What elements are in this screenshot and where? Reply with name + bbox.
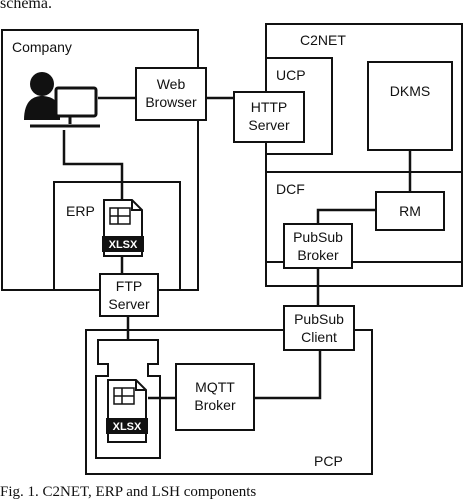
monitor-icon xyxy=(54,86,98,118)
xlsx-badge-text-erp: XLSX xyxy=(109,239,138,251)
pubsub-client-line1: PubSub xyxy=(294,311,344,327)
pubsub-client-line2: Client xyxy=(301,329,337,345)
rm-node xyxy=(375,191,445,231)
link-rm-broker xyxy=(316,208,376,224)
mqtt-broker-line2: Broker xyxy=(194,397,236,413)
xlsx-file-icon-erp: XLSX xyxy=(102,199,144,257)
xlsx-fold-erp xyxy=(131,200,142,211)
pubsub-broker-line1: PubSub xyxy=(293,229,343,245)
dcf-frame xyxy=(265,171,463,263)
pubsub-broker-line2: Broker xyxy=(297,247,339,263)
user-computer-icon xyxy=(24,72,100,128)
web-browser-line2: Browser xyxy=(145,94,197,110)
xlsx-badge-erp xyxy=(102,236,144,252)
c2net-label: C2NET xyxy=(300,32,346,48)
web-browser-line1: Web xyxy=(157,76,186,92)
xlsx-badge-pcp xyxy=(106,418,148,434)
user-head-icon xyxy=(30,72,54,96)
rm-label: RM xyxy=(399,203,421,219)
ftp-server-node xyxy=(99,273,159,317)
http-server-line2: Server xyxy=(248,117,290,133)
erp-label: ERP xyxy=(66,203,95,219)
dkms-label: DKMS xyxy=(390,83,430,99)
mqtt-broker-line1: MQTT xyxy=(195,379,235,395)
ftp-server-line1: FTP xyxy=(116,278,142,294)
figure-caption: Fig. 1. C2NET, ERP and LSH components xyxy=(0,484,256,500)
mqtt-broker-node xyxy=(175,363,255,431)
pcp-frame xyxy=(85,329,373,475)
http-server-node xyxy=(233,91,305,143)
top-fragment-text: schema. xyxy=(0,0,52,12)
pcp-label: PCP xyxy=(314,453,343,469)
dcf-label: DCF xyxy=(276,181,305,197)
pubsub-broker-node xyxy=(283,223,353,269)
xlsx-fold-pcp xyxy=(135,380,146,391)
http-server-line1: HTTP xyxy=(251,99,288,115)
link-mqtt-client xyxy=(254,348,322,400)
company-label: Company xyxy=(12,39,72,55)
ucp-label: UCP xyxy=(276,67,306,83)
pubsub-client-node xyxy=(283,305,355,351)
ftp-server-line2: Server xyxy=(108,296,150,312)
link-user-xlsx xyxy=(62,130,124,200)
web-browser-node xyxy=(135,67,207,121)
user-body-icon xyxy=(24,96,60,120)
xlsx-file-icon-pcp: XLSX xyxy=(106,379,148,443)
xlsx-badge-text-pcp: XLSX xyxy=(113,421,142,433)
pcp-storage-container xyxy=(95,339,161,459)
dkms-node xyxy=(367,61,453,151)
